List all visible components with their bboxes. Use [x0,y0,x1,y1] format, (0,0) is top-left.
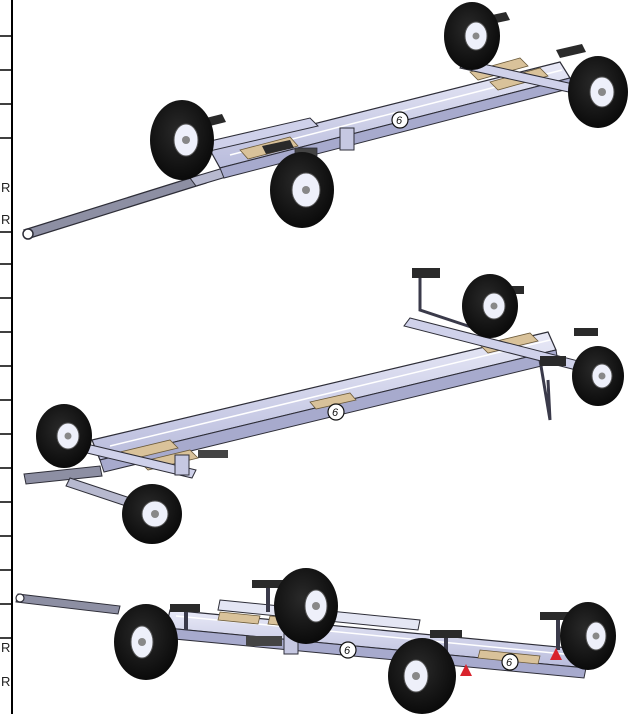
wheel [122,484,182,544]
wheel [560,602,616,670]
main-frame [179,12,601,179]
wagon-view-top: 6 [22,2,628,240]
wheel [444,2,500,70]
main-frame [65,268,598,479]
wheel [36,404,92,468]
wheel [388,638,456,714]
edge-letter: R [1,640,10,655]
wheel [462,274,518,338]
wagon-view-bottom: 6 6 [15,568,616,714]
wagon-view-middle: 6 [23,268,624,544]
part-number-badge: 6 [327,403,345,421]
wheel [572,346,624,406]
tongue [23,465,131,507]
part-number-badge: 6 [501,653,519,671]
left-edge-table: R R R R [0,0,14,714]
wheel [114,604,178,680]
edge-letter: R [1,212,10,227]
warning-triangle [550,648,562,660]
part-number-badge: 6 [339,641,357,659]
edge-letter: R [1,674,10,689]
wheel [274,568,338,644]
edge-letter: R [1,180,10,195]
wheel [150,100,214,180]
part-number-badge: 6 [391,111,409,129]
svg-text:6: 6 [506,657,513,669]
wheel [270,152,334,228]
tongue [15,593,121,615]
warning-triangle [460,664,472,676]
svg-text:6: 6 [396,115,403,127]
svg-text:6: 6 [344,645,351,657]
wheel [568,56,628,128]
svg-text:6: 6 [332,407,339,419]
main-frame [163,580,591,679]
